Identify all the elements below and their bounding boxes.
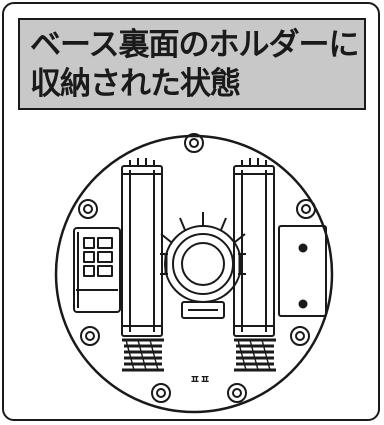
center-hub (160, 212, 246, 319)
screw-boss-top (184, 133, 204, 153)
base-outer-rim (54, 134, 334, 414)
screw-boss-bottom-left (80, 326, 100, 346)
caption-line-1: ベース裏面のホルダーに (30, 27, 359, 63)
center-mark: ㅍㅍ (190, 373, 210, 386)
figure-frame: ベース裏面のホルダーに 収納された状態 (2, 2, 380, 421)
base-underside-illustration: ㅍㅍ (4, 114, 378, 419)
right-spring (234, 338, 276, 372)
left-terminal-block (73, 227, 121, 313)
left-holder (121, 158, 163, 337)
screw-boss-bottom-a (151, 383, 171, 403)
screw-boss-bottom-b (227, 383, 247, 403)
screw-boss-top-left (78, 199, 98, 219)
caption-line-2: 収納された状態 (30, 66, 241, 102)
caption-box: ベース裏面のホルダーに 収納された状態 (18, 18, 366, 110)
screw-boss-bottom-right (290, 326, 310, 346)
right-holder (233, 158, 275, 337)
screw-boss-top-right (296, 199, 316, 219)
left-spring (122, 338, 164, 372)
right-mounting-plate (278, 225, 327, 317)
